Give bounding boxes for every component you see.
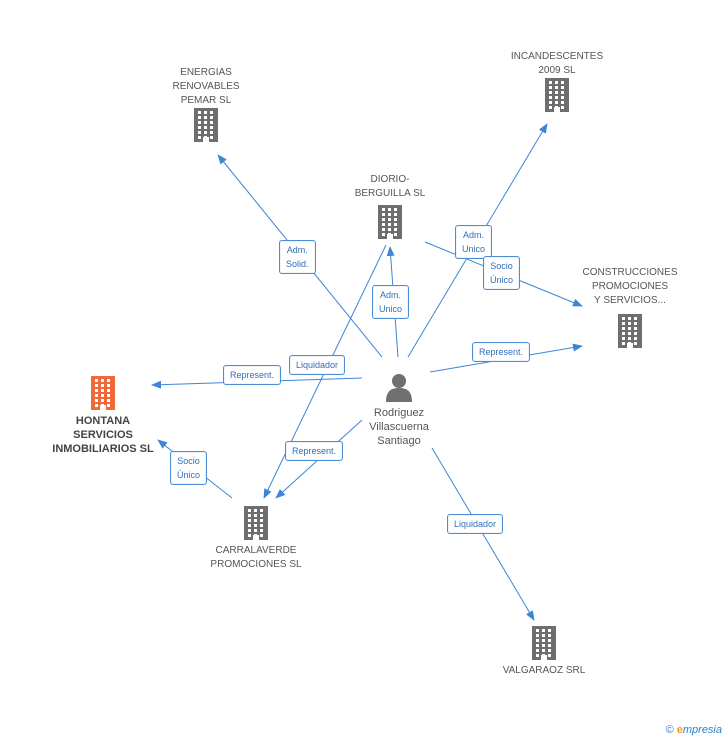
company-label: INCANDESCENTES 2009 SL [510,51,604,76]
company-label: VALGARAOZ SRL [502,665,586,676]
relation-badge-represent-carralaverde[interactable]: Represent. [285,441,344,461]
building-icon [194,108,218,142]
relation-badge-socio-unico-construcciones[interactable]: Socio Único [483,256,521,290]
company-node-diorio[interactable]: DIORIO- BERGUILLA SL [340,173,440,239]
edge-liquidador-valgaraoz [431,447,535,621]
relation-badge-represent-construcciones[interactable]: Represent. [472,342,531,362]
company-node-hontana[interactable]: HONTANA SERVICIOS INMOBILIARIOS SL [38,376,168,456]
copyright-symbol: © [665,724,674,736]
company-node-carralaverde[interactable]: CARRALAVERDE PROMOCIONES SL [198,506,314,572]
brand-initial: e [676,724,683,736]
person-icon [386,374,412,402]
relation-badge-liquidador-carralaverde[interactable]: Liquidador [289,355,346,375]
company-node-incandescentes[interactable]: INCANDESCENTES 2009 SL [502,50,612,112]
company-node-energias[interactable]: ENERGIAS RENOVABLES PEMAR SL [156,66,256,142]
relation-badge-adm-unico-incandescentes[interactable]: Adm. Unico [455,225,493,259]
relation-badge-liquidador-valgaraoz[interactable]: Liquidador [447,514,504,534]
footer-brand: © empresia [666,724,722,736]
building-icon [244,506,268,540]
building-icon [378,205,402,239]
building-icon [545,78,569,112]
brand-name: mpresia [682,724,722,736]
company-label: ENERGIAS RENOVABLES PEMAR SL [172,67,240,106]
person-label: Rodriguez Villascuerna Santiago [369,407,429,447]
relation-badge-represent-hontana[interactable]: Represent. [223,365,282,385]
building-icon [532,626,556,660]
company-label: CARRALAVERDE PROMOCIONES SL [210,545,302,570]
building-icon [618,314,642,348]
company-label: HONTANA SERVICIOS INMOBILIARIOS SL [52,415,154,455]
person-node-center[interactable]: Rodriguez Villascuerna Santiago [344,372,454,448]
relation-badge-adm-solid[interactable]: Adm. Solid. [279,240,316,274]
company-node-construcciones[interactable]: CONSTRUCCIONES PROMOCIONES Y SERVICIOS..… [570,266,690,348]
company-label: CONSTRUCCIONES PROMOCIONES Y SERVICIOS..… [582,267,678,306]
building-icon-highlight [91,376,115,410]
company-node-valgaraoz[interactable]: VALGARAOZ SRL [484,626,604,678]
relation-badge-adm-unico-diorio[interactable]: Adm. Unico [372,285,410,319]
company-label: DIORIO- BERGUILLA SL [354,174,426,199]
relation-badge-socio-unico-hontana[interactable]: Socio Único [170,451,208,485]
